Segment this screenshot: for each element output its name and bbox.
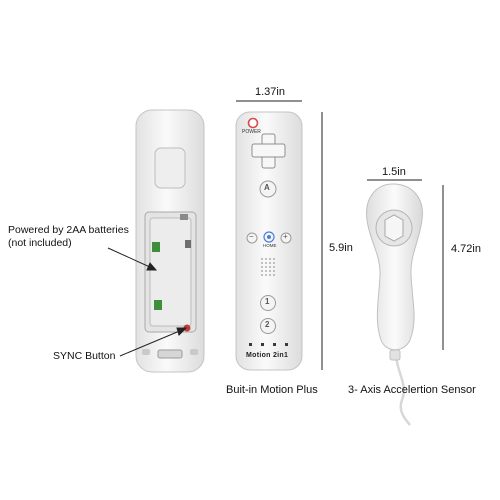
nunchuk-height-dimension: 4.72in xyxy=(451,243,481,255)
power-label: POWER xyxy=(242,129,261,135)
remote-branding: Motion 2in1 xyxy=(246,352,289,359)
plus-button-label[interactable]: + xyxy=(283,232,288,241)
battery-contact-icon xyxy=(152,214,191,310)
joystick-icon xyxy=(384,214,404,242)
sync-button-dot xyxy=(183,324,191,332)
nunchuk xyxy=(366,183,423,426)
sync-annotation: SYNC Button xyxy=(53,350,116,362)
remote-front xyxy=(235,111,303,371)
nunchuk-width-dimension: 1.5in xyxy=(382,166,406,178)
player-led-icons xyxy=(249,343,288,346)
one-button-label[interactable]: 1 xyxy=(265,297,270,306)
a-button-label[interactable]: A xyxy=(264,183,270,192)
remote-caption: Buit-in Motion Plus xyxy=(226,384,318,396)
two-button-label[interactable]: 2 xyxy=(265,320,270,329)
dimension-lines xyxy=(236,100,444,370)
remote-width-dimension: 1.37in xyxy=(255,86,285,98)
minus-button-label[interactable]: − xyxy=(249,232,254,241)
home-icon xyxy=(267,235,271,239)
power-icon xyxy=(247,117,259,129)
home-label: HOME xyxy=(263,243,277,248)
speaker-grille xyxy=(261,258,275,276)
callout-arrows xyxy=(107,247,188,357)
remote-back xyxy=(135,109,205,373)
dpad-icon xyxy=(251,133,286,169)
battery-annotation-line1: Powered by 2AA batteries xyxy=(8,224,129,236)
battery-annotation-line2: (not included) xyxy=(8,237,72,249)
nunchuk-caption: 3- Axis Accelertion Sensor xyxy=(348,384,476,396)
remote-height-dimension: 5.9in xyxy=(329,242,353,254)
